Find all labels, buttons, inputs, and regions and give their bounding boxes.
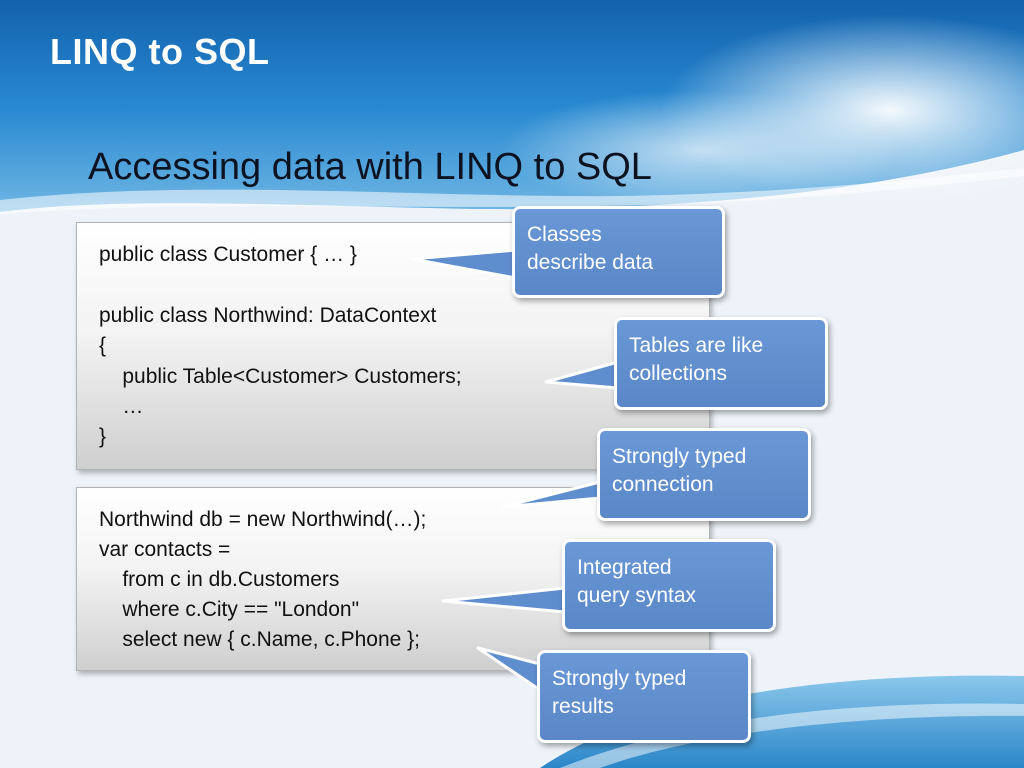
code-line: public class Customer { … } — [99, 243, 357, 266]
callout-tables-are-like-collections: Tables are like collections — [614, 317, 828, 410]
callout-text-line: connection — [612, 473, 714, 496]
callout-text-line: Integrated — [577, 556, 672, 579]
callout-integrated-query-syntax: Integrated query syntax — [562, 539, 776, 632]
callout-classes-describe-data: Classes describe data — [512, 206, 725, 298]
callout-text-line: results — [552, 695, 614, 718]
code-line: public class Northwind: DataContext — [99, 304, 437, 327]
code-line: { — [99, 334, 107, 357]
code-line: Northwind db = new Northwind(…); — [99, 508, 427, 531]
code-line: … — [99, 395, 144, 418]
callout-strongly-typed-connection: Strongly typed connection — [597, 428, 811, 521]
callout-text-line: query syntax — [577, 584, 697, 607]
slide-subtitle: Accessing data with LINQ to SQL — [88, 146, 652, 188]
callout-text-line: describe data — [527, 251, 654, 274]
callout-text-line: Tables are like — [629, 334, 764, 357]
code-line: public Table<Customer> Customers; — [99, 365, 462, 388]
callout-text-line: Classes — [527, 223, 602, 246]
code-line: var contacts = — [99, 538, 231, 561]
slide-title: LINQ to SQL — [50, 31, 270, 72]
code-line: } — [99, 425, 107, 448]
code-line: from c in db.Customers — [99, 568, 340, 591]
code-line: select new { c.Name, c.Phone }; — [99, 628, 420, 651]
callout-strongly-typed-results: Strongly typed results — [537, 650, 751, 743]
callout-text-line: Strongly typed — [612, 445, 747, 468]
callout-text-line: Strongly typed — [552, 667, 687, 690]
code-line: where c.City == "London" — [99, 598, 360, 621]
callout-text-line: collections — [629, 362, 728, 385]
